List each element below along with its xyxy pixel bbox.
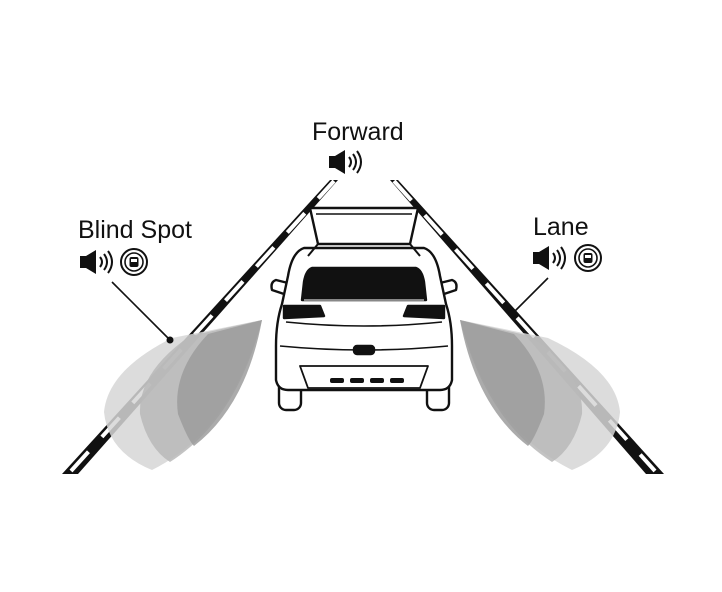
forward-label: Forward bbox=[312, 118, 404, 146]
forward-speaker-icon bbox=[329, 150, 362, 174]
left-tail-light bbox=[282, 304, 326, 320]
rear-window bbox=[300, 266, 428, 302]
blind-spot-speaker-icon bbox=[80, 250, 113, 274]
lane-vehicle-indicator-icon bbox=[574, 244, 602, 272]
rear-camera bbox=[352, 344, 376, 356]
blind-spot-zone-left bbox=[104, 320, 262, 470]
car-rear-view bbox=[270, 206, 458, 412]
lane-label: Lane bbox=[533, 213, 589, 241]
callout-lines bbox=[111, 277, 549, 344]
right-tail-light bbox=[402, 304, 446, 320]
blind-spot-label: Blind Spot bbox=[78, 216, 192, 244]
lane-zone-right bbox=[460, 320, 620, 470]
lane-speaker-icon bbox=[533, 246, 566, 270]
lane-callout-line bbox=[511, 277, 549, 315]
blind-spot-vehicle-indicator-icon bbox=[120, 248, 148, 276]
rear-bumper bbox=[299, 365, 429, 389]
blind-spot-callout-line bbox=[111, 281, 171, 341]
